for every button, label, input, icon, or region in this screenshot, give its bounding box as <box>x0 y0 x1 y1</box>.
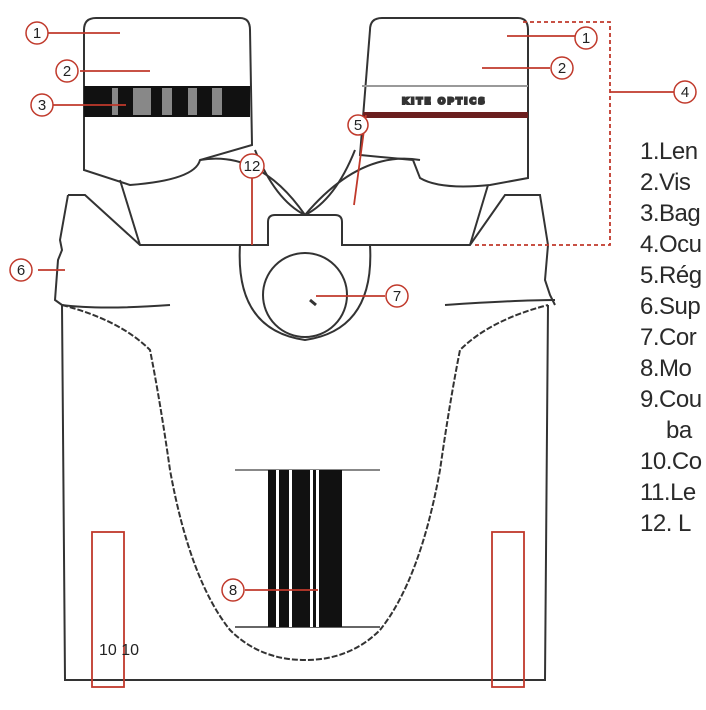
strap-label: 10 10 <box>99 642 140 659</box>
legend-item-7: 7.Cor <box>640 324 697 351</box>
callout-1-left <box>25 21 49 45</box>
callout-2-left <box>55 59 79 83</box>
callout-3 <box>30 93 54 117</box>
callout-4 <box>673 80 697 104</box>
eyepiece-region-box <box>475 21 611 246</box>
brand-text: KITE OPTICS <box>402 97 487 107</box>
strap-attachment-left <box>91 531 125 688</box>
callout-5-label: 5 <box>354 117 362 134</box>
strap-holder <box>268 470 342 627</box>
callout-7 <box>385 284 409 308</box>
callout-1-left-label: 1 <box>33 25 41 42</box>
focus-wheel-housing <box>238 244 372 342</box>
strap-attachment-right <box>491 531 525 688</box>
right-logo-band <box>363 112 528 118</box>
callout-2-right <box>550 56 574 80</box>
legend-item-1: 1.Len <box>640 138 698 165</box>
body-upper <box>68 194 556 306</box>
legend-item-6: 6.Sup <box>640 293 701 320</box>
callout-6 <box>9 258 33 282</box>
right-eyecup <box>358 17 529 188</box>
legend-item-9: 9.Cou <box>640 386 702 413</box>
legend-item-9-cont: ba <box>666 417 692 444</box>
callout-2-right-label: 2 <box>558 60 566 77</box>
callout-1-right-label: 1 <box>582 30 590 47</box>
legend-item-12: 12. L <box>640 510 691 537</box>
legend-item-4: 4.Ocu <box>640 231 702 258</box>
legend-item-3: 3.Bag <box>640 200 701 227</box>
callout-6-label: 6 <box>17 262 25 279</box>
body-lower <box>61 304 549 681</box>
callout-8 <box>221 578 245 602</box>
legend-item-8: 8.Mo <box>640 355 692 382</box>
legend-item-10: 10.Co <box>640 448 702 475</box>
callout-5 <box>347 114 369 136</box>
callout-4-label: 4 <box>681 84 689 101</box>
legend-item-2: 2.Vis <box>640 169 691 196</box>
body-inner-curve <box>61 304 549 662</box>
callout-12 <box>239 153 265 179</box>
callout-7-label: 7 <box>393 288 401 305</box>
callout-8-label: 8 <box>229 582 237 599</box>
legend-item-11: 11.Le <box>640 479 696 506</box>
callout-2-left-label: 2 <box>63 63 71 80</box>
callout-12-label: 12 <box>244 158 261 175</box>
callout-1-right <box>574 26 598 50</box>
callout-3-label: 3 <box>38 97 46 114</box>
legend-item-5: 5.Rég <box>640 262 702 289</box>
focus-wheel <box>262 252 348 338</box>
legend: 1.Len 2.Vis 3.Bag 4.Ocu 5.Rég 6.Sup 7.Co… <box>640 136 706 539</box>
